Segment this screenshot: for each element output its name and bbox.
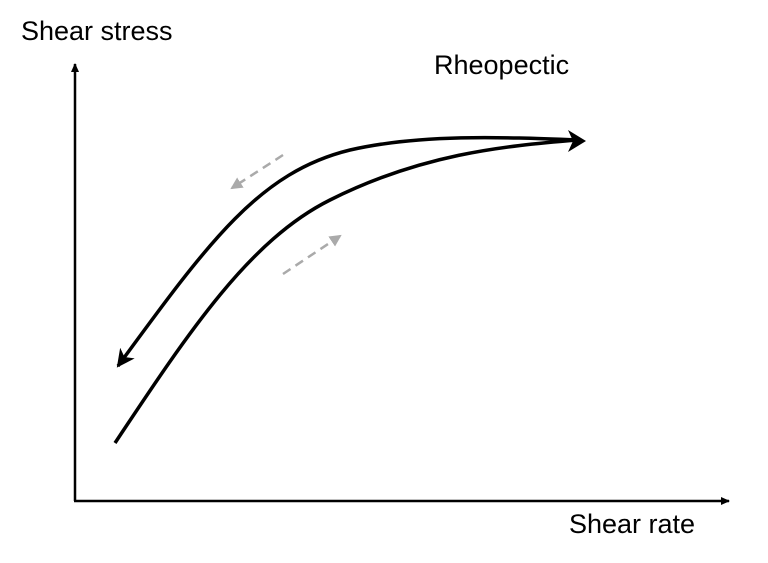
y-axis-label: Shear stress xyxy=(21,16,173,46)
forward-direction-arrow xyxy=(282,234,342,276)
high-shear-arrowhead xyxy=(568,130,586,152)
diagram-title: Rheopectic xyxy=(434,50,570,80)
down-curve xyxy=(116,135,579,368)
x-axis-label: Shear rate xyxy=(569,509,696,539)
up-curve xyxy=(113,138,579,444)
backward-direction-arrow xyxy=(230,153,284,190)
